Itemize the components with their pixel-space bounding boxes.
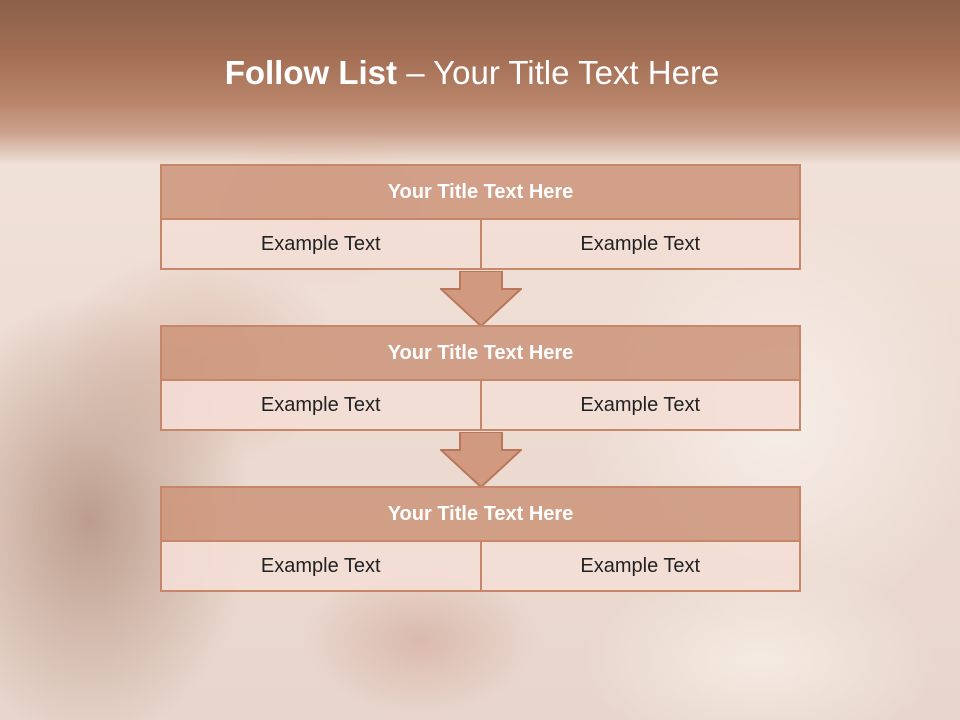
block-title: Your Title Text Here (160, 164, 801, 220)
down-arrow-icon (440, 271, 522, 327)
block-row: Example Text Example Text (160, 542, 801, 592)
list-block-3: Your Title Text Here Example Text Exampl… (160, 486, 801, 592)
block-row: Example Text Example Text (160, 220, 801, 270)
list-block-2: Your Title Text Here Example Text Exampl… (160, 325, 801, 431)
title-bold-part: Follow List (224, 54, 398, 91)
block-cell-left: Example Text (160, 381, 482, 431)
block-row: Example Text Example Text (160, 381, 801, 431)
title-rest-part: – Your Title Text Here (397, 54, 720, 91)
block-title: Your Title Text Here (160, 325, 801, 381)
block-cell-right: Example Text (481, 542, 801, 592)
down-arrow-icon (440, 432, 522, 488)
block-cell-left: Example Text (160, 220, 482, 270)
page-title: Follow List – Your Title Text Here (0, 54, 944, 92)
block-cell-right: Example Text (481, 381, 801, 431)
block-cell-left: Example Text (160, 542, 482, 592)
block-title: Your Title Text Here (160, 486, 801, 542)
list-block-1: Your Title Text Here Example Text Exampl… (160, 164, 801, 270)
header-band (0, 0, 960, 165)
block-cell-right: Example Text (481, 220, 801, 270)
